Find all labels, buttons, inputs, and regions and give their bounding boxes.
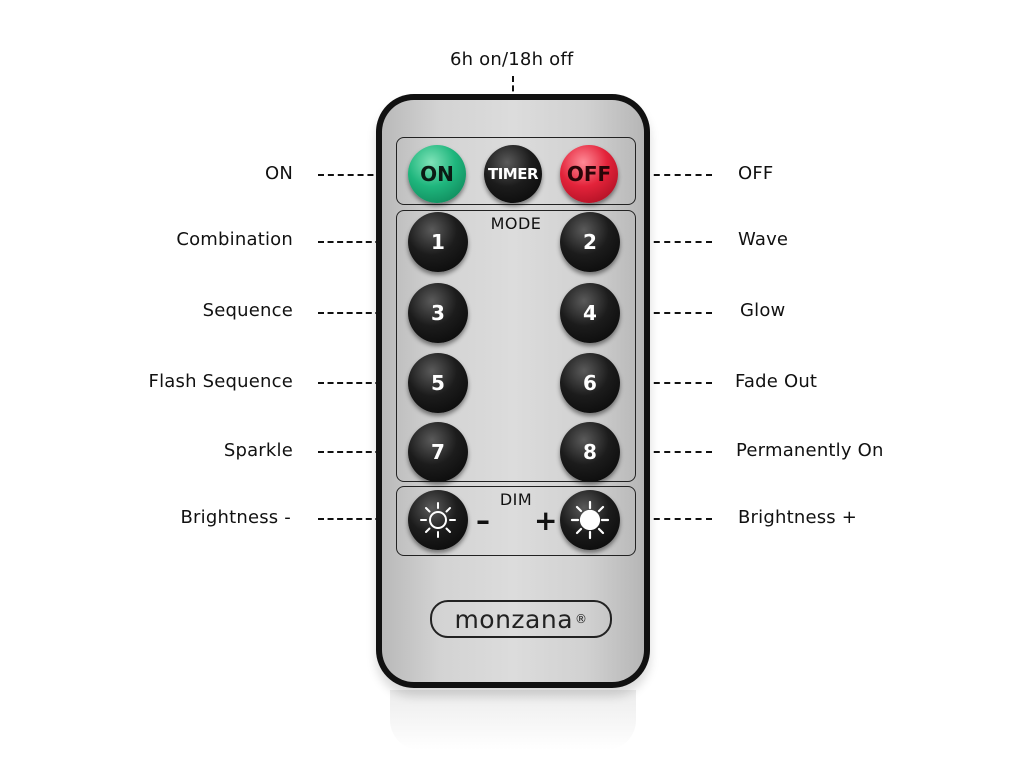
label-glow: Glow [740, 300, 786, 321]
mode-2-button[interactable]: 2 [560, 212, 620, 272]
power-group [396, 137, 636, 205]
mode-6-label: 6 [583, 371, 597, 395]
mode-2-label: 2 [583, 230, 597, 254]
sun-outline-icon [420, 502, 456, 538]
leader-combination [318, 241, 410, 243]
leader-on [318, 174, 413, 176]
brand-logo: monzana® [430, 600, 612, 638]
mode-8-label: 8 [583, 440, 597, 464]
mode-5-button[interactable]: 5 [408, 353, 468, 413]
remote-control: MODE DIM ON TIMER OFF 1 2 3 4 5 6 7 8 [376, 94, 650, 688]
plus-sign: + [534, 504, 558, 537]
brand-name: monzana [454, 604, 574, 634]
mode-7-button[interactable]: 7 [408, 422, 468, 482]
sun-filled-icon [570, 500, 610, 540]
mode-1-label: 1 [431, 230, 445, 254]
off-button[interactable]: OFF [560, 145, 618, 203]
on-button-label: ON [420, 162, 454, 186]
off-button-label: OFF [566, 162, 612, 186]
mode-3-label: 3 [431, 301, 445, 325]
leader-sparkle [318, 451, 410, 453]
mode-4-label: 4 [583, 301, 597, 325]
mode-group [396, 210, 636, 482]
label-timer-note: 6h on/18h off [450, 49, 574, 70]
timer-button[interactable]: TIMER [484, 145, 542, 203]
remote-face: MODE DIM ON TIMER OFF 1 2 3 4 5 6 7 8 [382, 100, 644, 682]
label-sparkle: Sparkle [223, 440, 293, 461]
leader-fade-out [612, 382, 712, 384]
mode-7-label: 7 [431, 440, 445, 464]
label-permanently-on: Permanently On [736, 440, 884, 461]
leader-flash-sequence [318, 382, 410, 384]
leader-permanently-on [612, 451, 712, 453]
label-fade-out: Fade Out [735, 371, 818, 392]
leader-brightness-minus [318, 518, 410, 520]
mode-8-button[interactable]: 8 [560, 422, 620, 482]
mode-5-label: 5 [431, 371, 445, 395]
mode-3-button[interactable]: 3 [408, 283, 468, 343]
label-brightness-plus: Brightness + [738, 507, 858, 528]
dim-title: DIM [499, 490, 533, 509]
leader-brightness-plus [612, 518, 712, 520]
dim-down-button[interactable] [408, 490, 468, 550]
on-button[interactable]: ON [408, 145, 466, 203]
mode-6-button[interactable]: 6 [560, 353, 620, 413]
leader-sequence [318, 312, 410, 314]
label-off: OFF [738, 163, 774, 184]
dim-group [396, 486, 636, 556]
label-sequence: Sequence [202, 300, 293, 321]
label-brightness-minus: Brightness - [180, 507, 291, 528]
label-on: ON [264, 163, 293, 184]
mode-1-button[interactable]: 1 [408, 212, 468, 272]
label-combination: Combination [176, 229, 293, 250]
dim-up-button[interactable] [560, 490, 620, 550]
leader-off [612, 174, 712, 176]
leader-wave [612, 241, 712, 243]
mode-4-button[interactable]: 4 [560, 283, 620, 343]
leader-glow [612, 312, 712, 314]
label-wave: Wave [738, 229, 789, 250]
timer-button-label: TIMER [487, 165, 539, 183]
registered-mark: ® [575, 612, 588, 626]
mode-title: MODE [490, 214, 542, 233]
remote-reflection [390, 690, 636, 750]
label-flash-sequence: Flash Sequence [148, 371, 293, 392]
minus-sign: – [476, 504, 490, 537]
